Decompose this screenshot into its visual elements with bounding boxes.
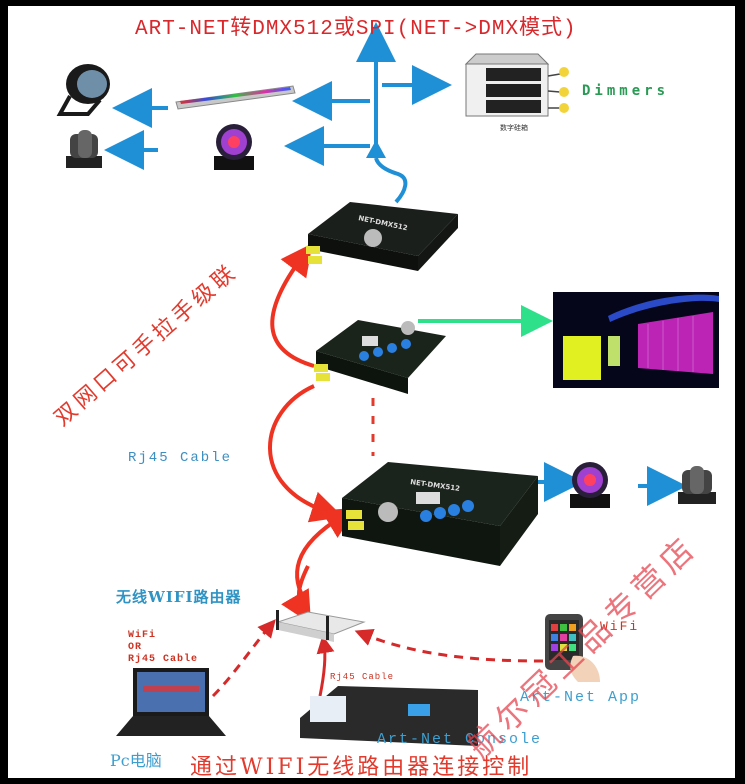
cascade-cable-2-3 (268, 384, 344, 523)
laptop-icon (116, 668, 226, 736)
smartphone-icon (545, 614, 600, 682)
cascade-cables (268, 243, 375, 624)
cascade-cable-1-2 (270, 243, 315, 368)
console-cable-label: Rj45 Cable (330, 672, 395, 682)
controller-3-icon: NET-DMX512 (342, 462, 538, 566)
wifi-router-icon (276, 610, 366, 642)
console-label: Art-Net Console (377, 731, 543, 748)
pc-connection-line-3: Rj45 Cable (128, 654, 199, 665)
moving-head-spot-top-icon (66, 130, 102, 168)
moving-head-wash-bottom-icon (570, 462, 610, 508)
phone-wifi-link (354, 628, 544, 663)
led-pixel-display-icon (553, 292, 719, 388)
app-label: Art-Net App (520, 689, 642, 706)
moving-head-spot-bottom-icon (678, 466, 716, 504)
router-link-down (281, 565, 312, 624)
controller-1-icon: NET-DMX512 (306, 202, 458, 271)
console-cable-link (316, 635, 335, 697)
dimmer-rack-caption: 数字硅箱 (500, 124, 528, 132)
bottom-caption: 通过WIFI无线路由器连接控制 (190, 755, 533, 778)
pc-connection-line-1: WiFi (128, 630, 157, 641)
diagram-graphics: NET-DMX512 (56, 22, 719, 746)
wifi-links (211, 619, 544, 698)
pc-connection-line-2: OR (128, 642, 143, 653)
cable-to-trunk (374, 157, 408, 204)
router-label: 无线WIFI路由器 (116, 588, 242, 606)
dimmer-rack-icon (464, 53, 569, 117)
diagram-title: ART-NET转DMX512或SPI(NET->DMX模式) (135, 18, 577, 41)
dmx-output-lines (104, 22, 687, 506)
pc-wifi-link (211, 619, 276, 698)
rj45-cable-label: Rj45 Cable (128, 450, 233, 466)
pc-label: Pc电脑 (110, 751, 162, 770)
phone-wifi-label: WiFi (600, 619, 640, 634)
wall-washer-icon (175, 85, 296, 110)
par-light-icon (56, 64, 110, 116)
diagram-canvas: NET-DMX512 (8, 6, 735, 778)
controller-2-icon (314, 320, 446, 394)
trunk-arrowhead (366, 140, 386, 158)
router-to-controller-3 (295, 507, 357, 608)
dimmers-label: Dimmers (582, 83, 670, 99)
lighting-console-icon (300, 686, 478, 746)
moving-head-wash-top-icon (214, 124, 254, 170)
pc-connection-label: WiFi OR Rj45 Cable (128, 630, 198, 666)
